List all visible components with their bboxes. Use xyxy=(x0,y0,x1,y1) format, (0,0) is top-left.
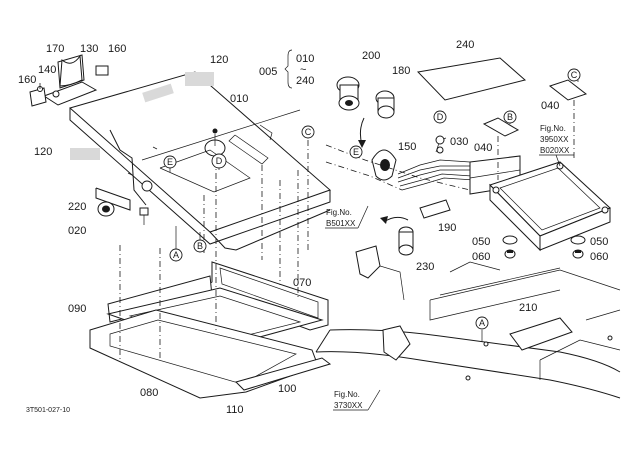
svg-text:3730XX: 3730XX xyxy=(334,401,363,410)
label-230: 230 xyxy=(416,261,434,273)
label-020: 020 xyxy=(68,225,86,237)
label-210: 210 xyxy=(519,302,537,314)
pad-120-left xyxy=(70,148,100,160)
bracket-040-left xyxy=(482,117,520,137)
nut-washer-right xyxy=(570,235,586,259)
svg-text:E: E xyxy=(167,157,173,167)
label-060-left: 060 xyxy=(472,251,490,263)
label-130: 130 xyxy=(80,43,98,55)
figref-b020: Fig.No. 3950XX B020XX xyxy=(539,124,574,167)
figref-3730: Fig.No. 3730XX xyxy=(333,389,381,411)
label-220: 220 xyxy=(68,201,86,213)
label-040-left: 040 xyxy=(474,142,492,154)
range-label: 005 010 ~ 240 xyxy=(259,49,314,89)
marker-d: D xyxy=(211,153,227,169)
arrow-230 xyxy=(383,216,409,223)
svg-text:~: ~ xyxy=(300,64,306,76)
label-070: 070 xyxy=(293,277,311,289)
bracket-lower xyxy=(382,325,411,361)
label-180: 180 xyxy=(392,65,410,77)
label-050-left: 050 xyxy=(472,236,490,248)
label-240: 240 xyxy=(456,39,474,51)
floor-panel xyxy=(315,261,621,399)
bracket-040-right xyxy=(548,79,588,101)
bracket-assembly-130 xyxy=(29,54,109,107)
marker-e-left: E xyxy=(163,155,177,169)
label-150: 150 xyxy=(398,141,416,153)
svg-text:C: C xyxy=(305,127,312,137)
label-060-right: 060 xyxy=(590,251,608,263)
label-040-right: 040 xyxy=(541,100,559,112)
label-160-right: 160 xyxy=(108,43,126,55)
sheet-240 xyxy=(416,57,527,101)
svg-text:Fig.No.: Fig.No. xyxy=(334,390,360,399)
svg-text:B501XX: B501XX xyxy=(326,219,356,228)
label-080: 080 xyxy=(140,387,158,399)
svg-text:3950XX: 3950XX xyxy=(540,135,569,144)
strip-100 xyxy=(235,357,332,391)
svg-text:005: 005 xyxy=(259,66,277,78)
clamp-bracket xyxy=(355,245,381,279)
svg-text:C: C xyxy=(571,70,578,80)
svg-text:Fig.No.: Fig.No. xyxy=(326,208,352,217)
bushing-180 xyxy=(375,90,395,119)
label-110: 110 xyxy=(226,404,244,416)
label-120-left: 120 xyxy=(34,146,52,158)
marker-a-right: A xyxy=(475,316,489,330)
svg-text:010: 010 xyxy=(296,53,314,65)
label-010: 010 xyxy=(230,93,248,105)
label-100: 100 xyxy=(278,383,296,395)
marker-b-right: B xyxy=(503,110,517,124)
part-labels: 170 130 160 140 160 120 010 120 220 020 … xyxy=(18,39,608,416)
nut-washer-left xyxy=(502,235,518,259)
svg-text:B020XX: B020XX xyxy=(540,146,570,155)
sleeve-230 xyxy=(398,226,414,256)
label-140: 140 xyxy=(38,64,56,76)
svg-text:A: A xyxy=(479,318,485,328)
label-190: 190 xyxy=(438,222,456,234)
label-030: 030 xyxy=(450,136,468,148)
tray-010 xyxy=(68,71,331,251)
svg-text:E: E xyxy=(353,147,359,157)
label-200: 200 xyxy=(362,50,380,62)
sleeve-200 xyxy=(336,76,360,111)
marker-d-right: D xyxy=(433,110,447,124)
label-050-right: 050 xyxy=(590,236,608,248)
svg-text:240: 240 xyxy=(296,75,314,87)
pad-210 xyxy=(509,317,573,351)
grommet-150 xyxy=(371,149,397,181)
figref-b501: Fig.No. B501XX xyxy=(325,205,369,229)
marker-b-left: B xyxy=(193,239,207,253)
svg-text:D: D xyxy=(437,112,444,122)
assembly-lines xyxy=(119,140,309,360)
svg-text:B: B xyxy=(507,112,513,122)
label-090: 090 xyxy=(68,303,86,315)
marker-e-right: E xyxy=(349,145,363,159)
connector-190 xyxy=(419,199,451,219)
label-160-left: 160 xyxy=(18,74,36,86)
pad-120-top xyxy=(185,72,214,86)
controller-unit xyxy=(489,161,611,252)
bolt-020 xyxy=(139,207,149,216)
svg-text:A: A xyxy=(173,250,179,260)
marker-c-left: C xyxy=(301,125,315,139)
label-120-top: 120 xyxy=(210,54,228,66)
drawing-code: 3T501-027-10 xyxy=(26,407,70,414)
svg-text:B: B xyxy=(197,241,203,251)
marker-c-right: C xyxy=(567,68,581,82)
svg-text:Fig.No.: Fig.No. xyxy=(540,124,566,133)
tray-flange xyxy=(95,187,131,211)
marker-a-left: A xyxy=(169,248,183,262)
svg-text:D: D xyxy=(216,156,223,166)
label-170: 170 xyxy=(46,43,64,55)
